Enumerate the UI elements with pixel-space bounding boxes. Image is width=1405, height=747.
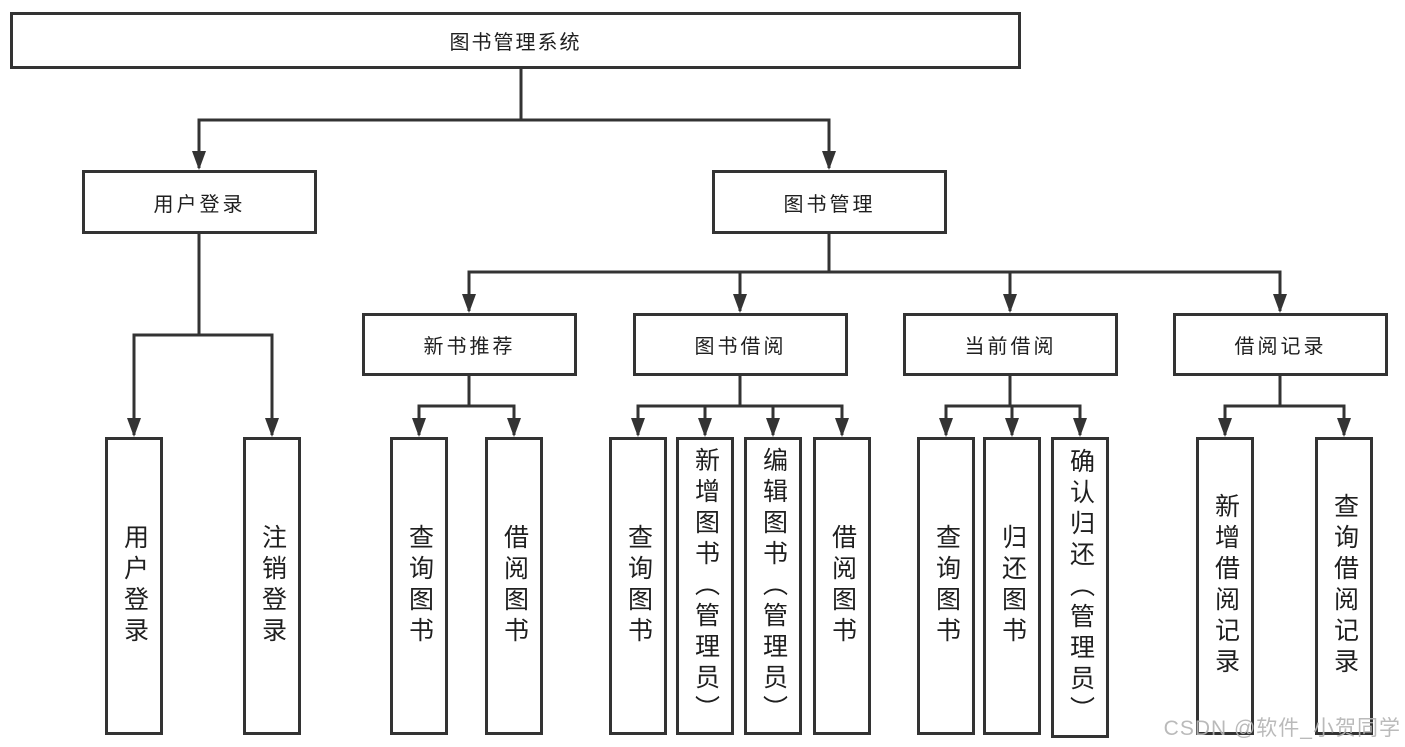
csdn-watermark: CSDN @软件_小贺同学	[1163, 717, 1401, 740]
node-current-borrowing: 当前借阅	[903, 313, 1118, 376]
node-user-login: 用户登录	[82, 170, 317, 234]
leaf-return-books: 归还图书	[983, 437, 1041, 735]
node-new-book-recommendation: 新书推荐	[362, 313, 577, 376]
leaf-edit-books-admin: 编辑图书（管理员）	[744, 437, 802, 735]
leaf-query-books-3: 查询图书	[917, 437, 975, 735]
leaf-borrow-books-1: 借阅图书	[485, 437, 543, 735]
leaf-confirm-return-admin: 确认归还（管理员）	[1051, 437, 1109, 738]
node-book-borrowing: 图书借阅	[633, 313, 848, 376]
leaf-query-books-2: 查询图书	[609, 437, 667, 735]
leaf-borrow-books-2: 借阅图书	[813, 437, 871, 735]
node-book-management: 图书管理	[712, 170, 947, 234]
node-system-root: 图书管理系统	[10, 12, 1021, 69]
leaf-user-login: 用户登录	[105, 437, 163, 735]
leaf-add-books-admin: 新增图书（管理员）	[676, 437, 734, 735]
node-borrowing-records: 借阅记录	[1173, 313, 1388, 376]
leaf-query-books-1: 查询图书	[390, 437, 448, 735]
leaf-add-borrow-record: 新增借阅记录	[1196, 437, 1254, 735]
leaf-query-borrow-record: 查询借阅记录	[1315, 437, 1373, 735]
leaf-logout: 注销登录	[243, 437, 301, 735]
